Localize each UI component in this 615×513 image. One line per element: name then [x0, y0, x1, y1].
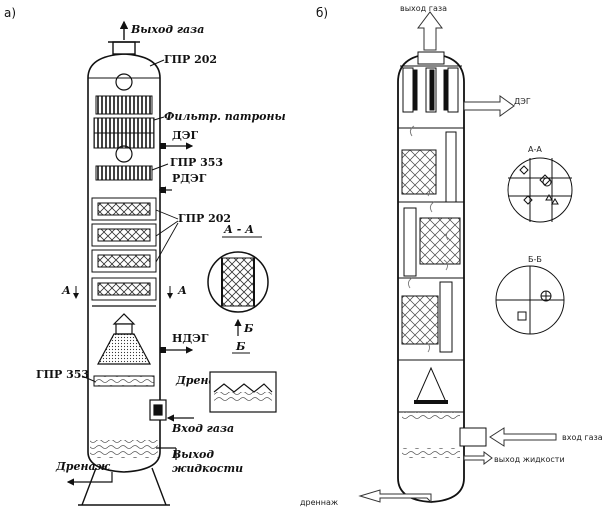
column-a-skirt [78, 467, 170, 506]
downcomer-1 [445, 131, 457, 203]
gpr-202-group-label: ГПР 202 [178, 212, 231, 225]
cone-separator [92, 305, 156, 365]
manhole-top [115, 73, 133, 91]
liquid-pool-a [90, 440, 158, 458]
packing-1 [401, 149, 437, 195]
section-aa-label-b: А-А [528, 145, 542, 154]
gas-outlet-label: Выход газа [130, 23, 204, 36]
a-right-label: А [177, 284, 187, 297]
b-label: Б [235, 340, 246, 353]
ndeg-label: НДЭГ [172, 332, 209, 345]
gas-inlet-label-a: Вход газа [171, 422, 234, 435]
section-aa-label: А - А [223, 223, 254, 236]
rdeg-label: РДЭГ [172, 172, 207, 185]
downcomer-2 [403, 207, 417, 277]
panel-a: а) Выход газа ГПР 202 Фильтр. патроны ДЭ… [4, 6, 286, 506]
liquid-outlet-label-b: выход жидкости [494, 455, 565, 464]
section-bb-view-b [495, 265, 565, 335]
section-bb-label-b: Б-Б [528, 255, 542, 264]
packing-3 [401, 295, 439, 345]
top-nozzle-b [417, 51, 445, 65]
a-left-label: А [61, 284, 71, 297]
b-arrow-label: Б [243, 322, 254, 335]
gas-flow-curls [407, 125, 451, 353]
section-aa-view-b [507, 157, 573, 223]
liquid-outlet-label-2: жидкости [172, 462, 243, 475]
packing-2 [419, 217, 461, 265]
drain-bottom-label: Дренаж [55, 460, 111, 473]
deg-arrow-b [463, 95, 515, 117]
column-a-shell [87, 53, 161, 473]
downcomer-3 [439, 281, 453, 353]
gpr-202-top-label: ГПР 202 [164, 53, 217, 66]
gas-outlet-nozzle [108, 20, 140, 55]
gpr-202-top-bank [95, 95, 153, 115]
gas-inlet-nozzle-a [149, 399, 167, 421]
liquid-outlet-label-1: Выход [171, 448, 214, 461]
gpr-353-mid-bank [95, 165, 153, 181]
section-aa-view [207, 251, 269, 313]
gas-inlet-nozzle-b [459, 427, 487, 447]
filter-cartridges-label: Фильтр. патроны [164, 110, 286, 123]
panel-a-marker: а) [4, 6, 16, 20]
gpr-353-low-label: ГПР 353 [36, 368, 89, 381]
deg-label-b: ДЭГ [514, 97, 531, 106]
liquid-pool-b [402, 448, 460, 458]
drain-detail [209, 371, 277, 413]
liquid-outlet-arrow-b [463, 451, 493, 465]
tray-liquid-b [402, 412, 460, 420]
gas-outlet-arrow-b [417, 11, 443, 51]
panel-b-marker: б) [316, 6, 328, 20]
gas-inlet-label-b: вход газа [562, 433, 603, 442]
panel-b: б) выход газа ДЭГ [300, 4, 603, 507]
gpr-202-tray-stack [91, 197, 157, 301]
gpr-353-low-bank [93, 375, 155, 387]
gas-outlet-label-b: выход газа [400, 4, 447, 13]
filter-cartridges-b [400, 65, 462, 113]
drain-label-b: дреннаж [300, 498, 338, 507]
deg-label: ДЭГ [172, 129, 199, 142]
cone-b [415, 366, 447, 403]
gpr-353-mid-label: ГПР 353 [170, 156, 223, 169]
drain-arrow-b [358, 489, 432, 504]
gas-inlet-arrow-b [489, 427, 557, 447]
